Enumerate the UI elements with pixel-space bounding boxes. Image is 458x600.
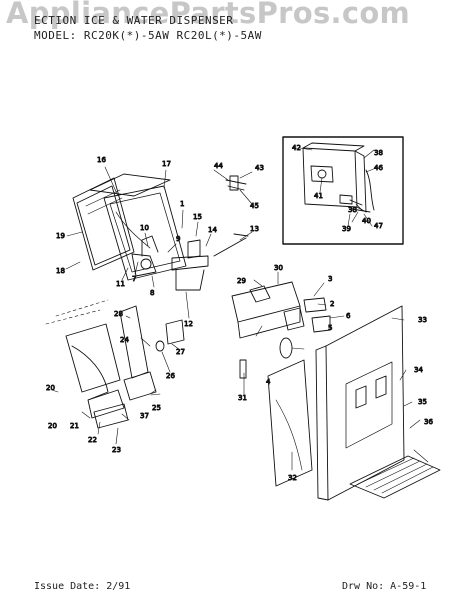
- callout-40: 40: [362, 217, 371, 225]
- callout-11: 11: [116, 280, 125, 288]
- door-panel-assembly: [72, 173, 187, 281]
- callout-5: 5: [328, 324, 332, 332]
- callout-2: 2: [330, 300, 334, 308]
- callout-32: 32: [288, 474, 297, 482]
- callout-34: 34: [414, 366, 423, 374]
- callout-24: 24: [120, 336, 129, 344]
- drawing-number: Drw No: A-59-1: [342, 581, 427, 592]
- callout-22: 22: [88, 436, 97, 444]
- callout-28: 28: [114, 310, 123, 318]
- front-panel: [315, 305, 405, 501]
- callout-20: 20: [46, 384, 55, 392]
- callout-23: 23: [112, 446, 121, 454]
- model-title: MODEL: RC20K(*)-5AW RC20L(*)-5AW: [34, 29, 262, 42]
- callout-42: 42: [292, 144, 301, 152]
- drip-tray: [349, 455, 441, 499]
- leader-lines: [51, 147, 429, 471]
- callout-27: 27: [176, 348, 185, 356]
- callout-33: 33: [418, 316, 427, 324]
- callout-9: 9: [176, 235, 180, 243]
- callout-43: 43: [255, 164, 264, 172]
- callout-4: 4: [266, 378, 271, 386]
- callout-21: 21: [70, 422, 79, 430]
- callout-37: 37: [140, 412, 149, 420]
- callout-6: 6: [346, 312, 351, 320]
- callout-35: 35: [418, 398, 427, 406]
- lever-pin: [225, 175, 247, 191]
- dispenser-housing: [231, 281, 331, 379]
- inset-control-housing: [302, 142, 375, 213]
- callout-10: 10: [140, 224, 149, 232]
- callout-29: 29: [237, 277, 246, 285]
- callout-25: 25: [152, 404, 161, 412]
- callout-30: 30: [274, 264, 283, 272]
- callout-3: 3: [328, 275, 332, 283]
- spring-clip: [155, 319, 185, 352]
- section-title: ECTION ICE & WATER DISPENSER: [34, 14, 234, 27]
- ice-chute: [267, 359, 313, 487]
- callout-1: 1: [180, 200, 184, 208]
- callout-12: 12: [184, 320, 193, 328]
- callout-15: 15: [193, 213, 202, 221]
- callout-26: 26: [166, 372, 175, 380]
- callout-44: 44: [214, 162, 223, 170]
- callout-45: 45: [250, 202, 259, 210]
- callout-46: 46: [374, 164, 383, 172]
- callout-39: 39: [342, 225, 351, 233]
- callout-41: 41: [314, 192, 323, 200]
- callout-47: 47: [374, 222, 383, 230]
- callout-38: 38: [348, 206, 357, 214]
- callout-14: 14: [208, 226, 217, 234]
- callout-17: 17: [162, 160, 171, 168]
- callout-18: 18: [56, 267, 65, 275]
- callout-31: 31: [238, 394, 247, 402]
- watermark: AppliancePartsPros.com: [6, 0, 411, 30]
- callout-19: 19: [56, 232, 65, 240]
- callout-36: 36: [424, 418, 433, 426]
- callout-16: 16: [97, 156, 106, 164]
- callout-20b: 20: [48, 422, 57, 430]
- issue-date: Issue Date: 2/91: [34, 581, 131, 592]
- switch-bracket: [171, 233, 249, 291]
- callout-13: 13: [250, 225, 259, 233]
- inset-box: [282, 136, 404, 245]
- callout-8: 8: [150, 289, 154, 297]
- actuator-lever: [45, 299, 157, 429]
- callout-38-top: 38: [374, 149, 383, 157]
- callout-7: 7: [132, 275, 136, 283]
